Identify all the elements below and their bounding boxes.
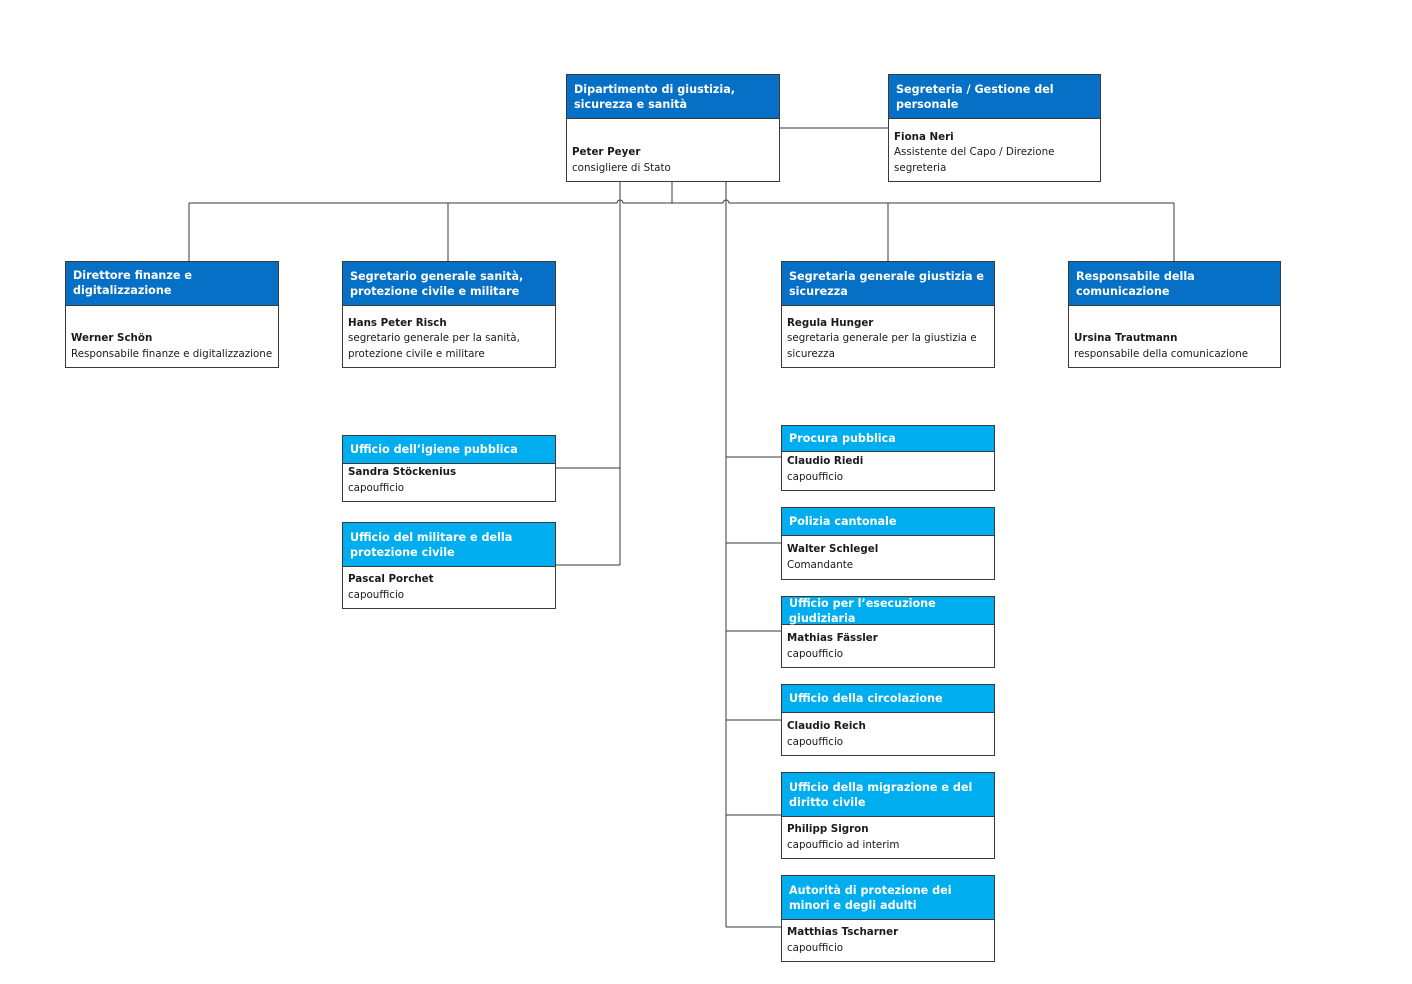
- unit-title: Autorità di protezione dei minori e degl…: [782, 876, 994, 920]
- unit-person-role: capoufficio: [787, 735, 844, 748]
- unit-person-role: consigliere di Stato: [572, 161, 671, 174]
- unit-title: Procura pubblica: [782, 426, 994, 452]
- unit-box-prosecution: Procura pubblica Claudio Riedi capouffic…: [781, 425, 995, 491]
- unit-person-role: segretaria generale per la giustizia e s…: [787, 332, 977, 360]
- unit-title: Responsabile della comunicazione: [1069, 262, 1280, 306]
- unit-box-enforcement-office: Ufficio per l’esecuzione giudiziaria Mat…: [781, 596, 995, 668]
- unit-person-role: capoufficio: [348, 588, 405, 601]
- unit-box-traffic-office: Ufficio della circolazione Claudio Reich…: [781, 684, 995, 756]
- unit-person-name: Ursina Trautmann: [1074, 332, 1178, 344]
- unit-title: Ufficio dell’igiene pubblica: [343, 436, 555, 464]
- unit-title: Segreteria / Gestione del personale: [889, 75, 1100, 119]
- unit-person-role: capoufficio: [348, 481, 405, 494]
- unit-person-name: Matthias Tscharner: [787, 926, 899, 938]
- unit-title: Ufficio della migrazione e del diritto c…: [782, 773, 994, 817]
- unit-person-name: Peter Peyer: [572, 146, 641, 158]
- unit-person-role: responsabile della comunicazione: [1074, 347, 1249, 360]
- unit-person-role: Responsabile finanze e digitalizzazione: [71, 347, 273, 360]
- unit-person-name: Sandra Stöckenius: [348, 466, 457, 478]
- unit-person-role: Assistente del Capo / Direzione segreter…: [894, 146, 1055, 174]
- unit-title: Segretario generale sanità, protezione c…: [343, 262, 555, 306]
- unit-box-finance: Direttore finanze e digitalizzazione Wer…: [65, 261, 279, 368]
- unit-box-justice-secretary-general: Segretaria generale giustizia e sicurezz…: [781, 261, 995, 368]
- unit-title: Direttore finanze e digitalizzazione: [66, 262, 278, 306]
- unit-person-name: Pascal Porchet: [348, 573, 434, 585]
- unit-title: Segretaria generale giustizia e sicurezz…: [782, 262, 994, 306]
- unit-person-role: segretario generale per la sanità, prote…: [348, 332, 520, 360]
- unit-box-communication: Responsabile della comunicazione Ursina …: [1068, 261, 1281, 368]
- unit-title: Ufficio per l’esecuzione giudiziaria: [782, 597, 994, 625]
- unit-title: Ufficio della circolazione: [782, 685, 994, 713]
- unit-box-health-secretary-general: Segretario generale sanità, protezione c…: [342, 261, 556, 368]
- unit-person-role: capoufficio ad interim: [787, 838, 900, 851]
- unit-box-migration-office: Ufficio della migrazione e del diritto c…: [781, 772, 995, 859]
- unit-person-name: Walter Schlegel: [787, 543, 879, 555]
- unit-person-name: Claudio Riedi: [787, 455, 864, 467]
- unit-person-name: Philipp Sigron: [787, 823, 869, 835]
- unit-person-name: Fiona Neri: [894, 130, 954, 143]
- unit-title: Ufficio del militare e della protezione …: [343, 523, 555, 567]
- unit-person-name: Regula Hunger: [787, 316, 874, 329]
- unit-title: Dipartimento di giustizia, sicurezza e s…: [567, 75, 779, 119]
- unit-person-name: Claudio Reich: [787, 720, 866, 732]
- unit-box-protection-authority: Autorità di protezione dei minori e degl…: [781, 875, 995, 962]
- unit-person-role: capoufficio: [787, 941, 844, 954]
- unit-box-head: Dipartimento di giustizia, sicurezza e s…: [566, 74, 780, 182]
- unit-box-secretariat: Segreteria / Gestione del personale Fion…: [888, 74, 1101, 182]
- unit-person-role: capoufficio: [787, 647, 844, 660]
- unit-person-name: Werner Schön: [71, 332, 153, 344]
- unit-person-role: capoufficio: [787, 470, 844, 483]
- unit-person-name: Mathias Fässler: [787, 632, 878, 644]
- unit-person-name: Hans Peter Risch: [348, 316, 447, 329]
- unit-box-hygiene-office: Ufficio dell’igiene pubblica Sandra Stöc…: [342, 435, 556, 502]
- unit-box-police: Polizia cantonale Walter Schlegel Comand…: [781, 507, 995, 580]
- unit-title: Polizia cantonale: [782, 508, 994, 536]
- unit-box-military-office: Ufficio del militare e della protezione …: [342, 522, 556, 609]
- unit-person-role: Comandante: [787, 558, 854, 571]
